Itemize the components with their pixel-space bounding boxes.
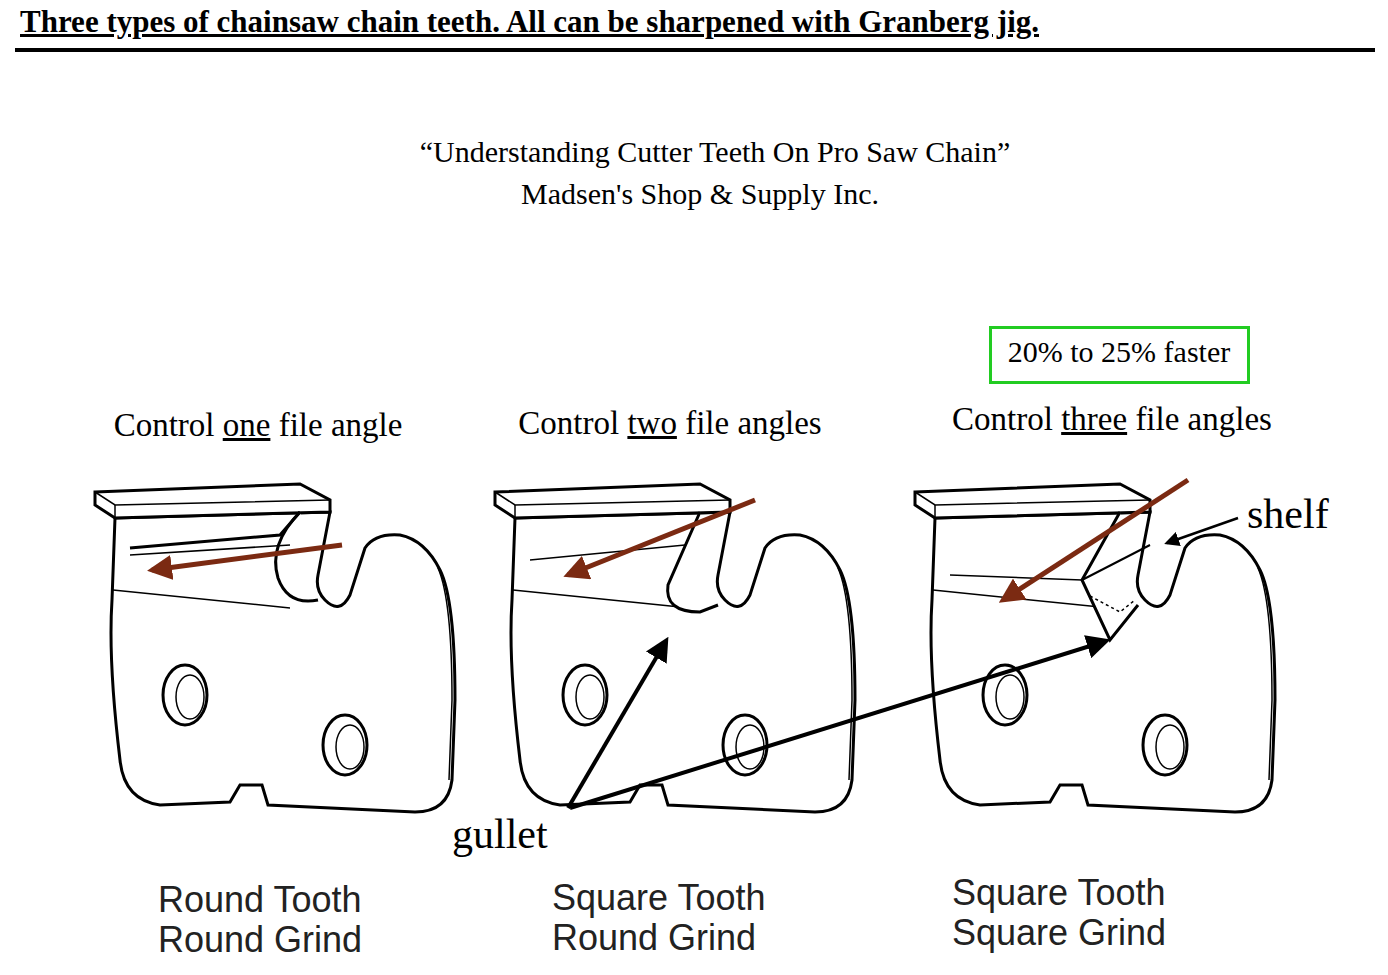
file-angle-note: Control one file angle	[114, 407, 403, 445]
square-tooth-round-grind	[495, 484, 855, 812]
part-label: gullet	[452, 810, 548, 858]
tooth-caption: Square Tooth Square Grind	[952, 873, 1232, 952]
source-name: Madsen's Shop & Supply Inc.	[521, 177, 879, 212]
title-rule	[15, 48, 1375, 52]
square-tooth-square-grind	[915, 484, 1275, 812]
highlight-box: 20% to 25% faster	[989, 326, 1250, 384]
file-angle-note: Control three file angles	[952, 401, 1272, 439]
file-angle-note: Control two file angles	[518, 405, 821, 443]
tooth-caption: Square Tooth Round Grind	[552, 878, 832, 957]
part-label: shelf	[1247, 490, 1329, 538]
leader-arrows	[568, 518, 1238, 808]
file-direction-arrows	[152, 480, 1188, 600]
box-text: 20% to 25% faster	[1008, 335, 1231, 370]
page-title: Three types of chainsaw chain teeth. All…	[20, 4, 1039, 40]
round-tooth-round-grind	[95, 484, 455, 812]
source-title: “Understanding Cutter Teeth On Pro Saw C…	[420, 135, 1011, 170]
tooth-caption: Round Tooth Round Grind	[158, 880, 428, 959]
